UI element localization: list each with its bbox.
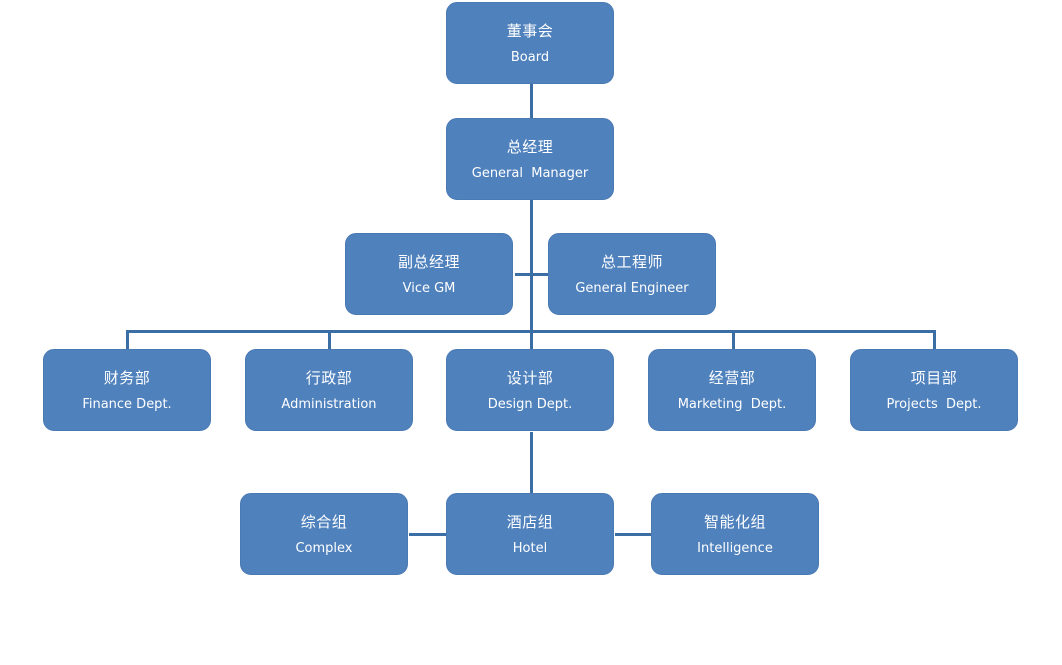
board-box[interactable]: 董事会 Board <box>446 2 614 84</box>
board-label-en: Board <box>510 50 550 65</box>
connector-department-bus <box>126 330 936 333</box>
connector-to-marketing <box>732 330 735 349</box>
connector-to-projects <box>933 330 936 349</box>
connector-hotel-intelligence <box>615 533 651 536</box>
department-label-zh: 设计部 <box>506 369 554 387</box>
board-label-zh: 董事会 <box>506 22 554 40</box>
department-label-en: Finance Dept. <box>82 397 172 412</box>
group-label-en: Complex <box>295 541 353 556</box>
group-label-zh: 酒店组 <box>506 513 554 531</box>
department-box-administration[interactable]: 行政部 Administration <box>245 349 413 431</box>
department-box-marketing[interactable]: 经营部 Marketing Dept. <box>648 349 816 431</box>
general-manager-box[interactable]: 总经理 General Manager <box>446 118 614 200</box>
general-engineer-label-en: General Engineer <box>575 281 689 296</box>
general-manager-label-zh: 总经理 <box>506 138 554 156</box>
department-label-zh: 项目部 <box>910 369 958 387</box>
group-label-en: Hotel <box>512 541 548 556</box>
department-label-en: Marketing Dept. <box>677 397 787 412</box>
department-label-en: Design Dept. <box>487 397 573 412</box>
group-box-complex[interactable]: 综合组 Complex <box>240 493 408 575</box>
vice-gm-box[interactable]: 副总经理 Vice GM <box>345 233 513 315</box>
group-label-en: Intelligence <box>697 541 773 556</box>
general-engineer-label-zh: 总工程师 <box>600 253 663 271</box>
group-box-hotel[interactable]: 酒店组 Hotel <box>446 493 614 575</box>
department-box-design[interactable]: 设计部 Design Dept. <box>446 349 614 431</box>
connector-to-finance <box>126 330 129 349</box>
connector-to-administration <box>328 330 331 349</box>
vice-gm-label-en: Vice GM <box>402 281 456 296</box>
connector-complex-hotel <box>409 533 446 536</box>
connector-assistant-branch <box>515 273 548 276</box>
group-label-zh: 综合组 <box>300 513 348 531</box>
general-engineer-box[interactable]: 总工程师 General Engineer <box>548 233 716 315</box>
group-label-zh: 智能化组 <box>703 513 766 531</box>
department-label-zh: 财务部 <box>103 369 151 387</box>
connector-board-gm <box>530 84 533 118</box>
department-label-zh: 经营部 <box>708 369 756 387</box>
department-label-zh: 行政部 <box>305 369 353 387</box>
general-manager-label-en: General Manager <box>471 166 589 181</box>
vice-gm-label-zh: 副总经理 <box>397 253 460 271</box>
department-label-en: Projects Dept. <box>886 397 982 412</box>
connector-design-hotel <box>530 432 533 493</box>
group-box-intelligence[interactable]: 智能化组 Intelligence <box>651 493 819 575</box>
department-box-finance[interactable]: 财务部 Finance Dept. <box>43 349 211 431</box>
department-box-projects[interactable]: 项目部 Projects Dept. <box>850 349 1018 431</box>
department-label-en: Administration <box>281 397 377 412</box>
